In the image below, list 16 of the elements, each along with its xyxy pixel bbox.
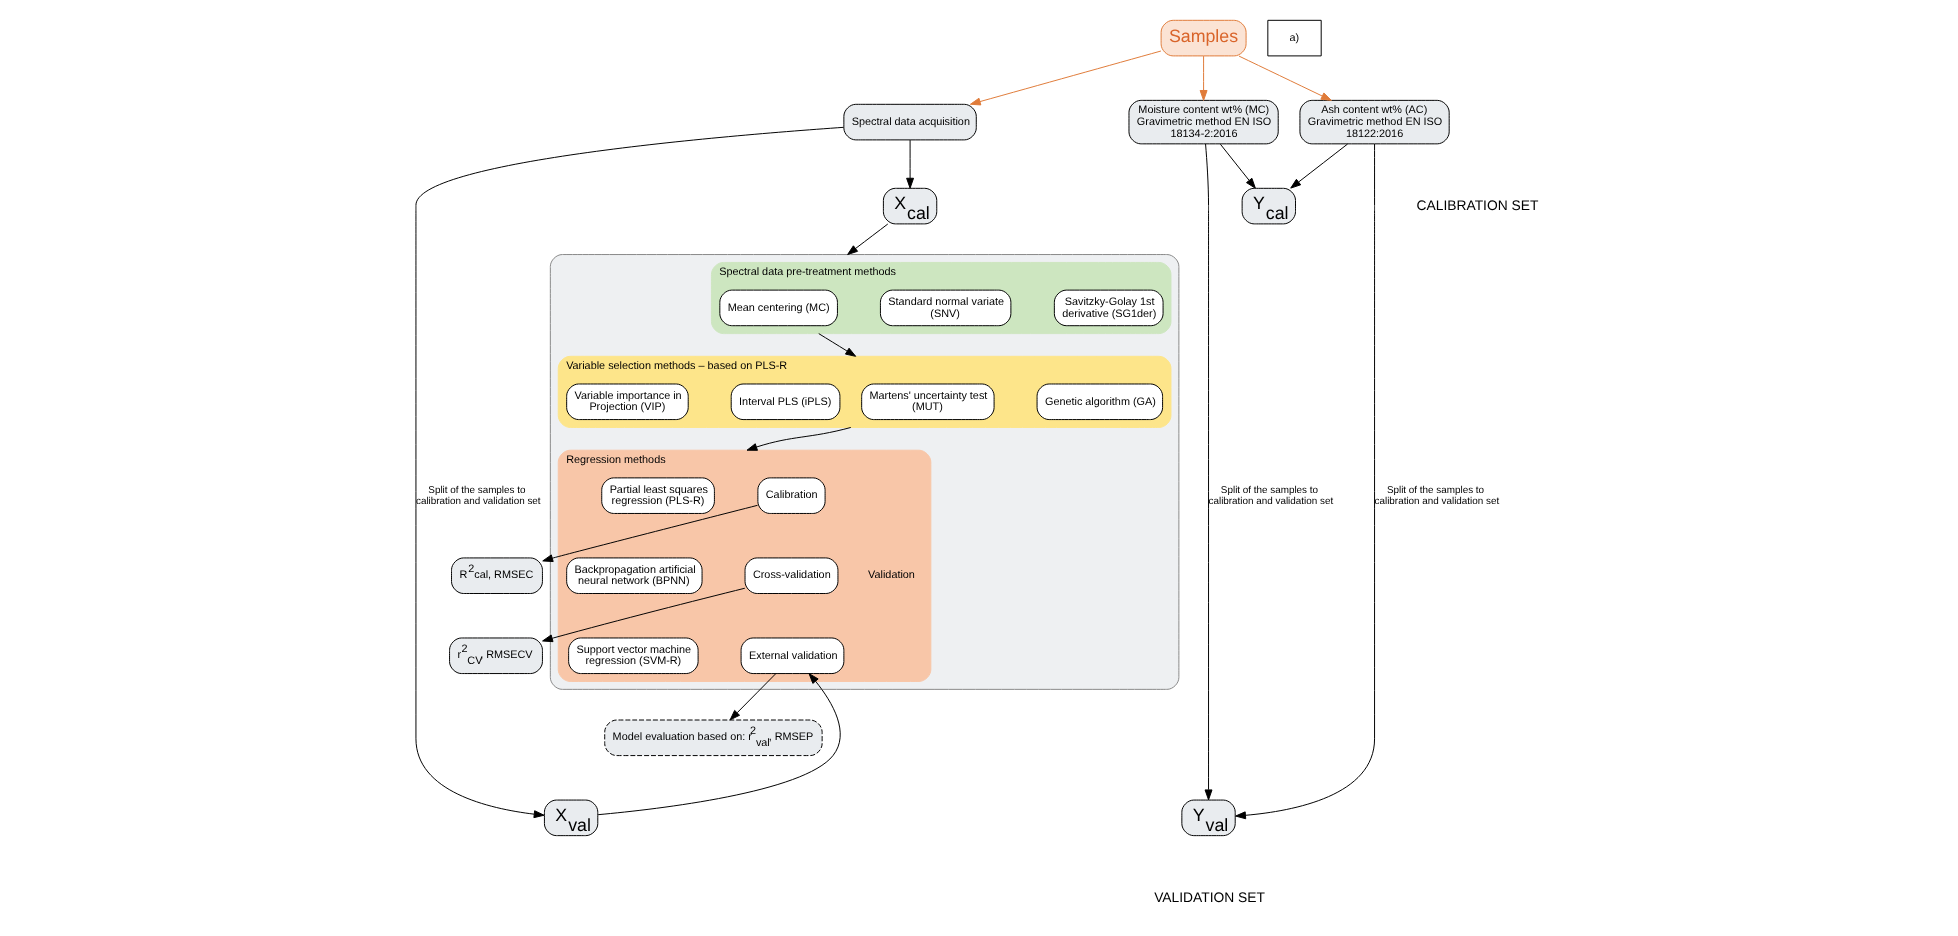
arrow xyxy=(1234,143,1375,820)
arrow xyxy=(596,673,840,816)
arrow xyxy=(541,587,745,643)
node-box: Samples xyxy=(1159,19,1246,57)
arrow xyxy=(905,139,914,189)
arrow xyxy=(414,126,844,819)
arrow xyxy=(728,673,776,721)
arrow xyxy=(1218,143,1255,189)
arrow xyxy=(1203,143,1212,801)
arrow xyxy=(1198,55,1207,101)
arrow xyxy=(1289,143,1348,189)
arrow xyxy=(1237,55,1331,101)
arrow xyxy=(968,50,1161,106)
arrow xyxy=(817,333,856,357)
arrow xyxy=(846,223,888,256)
arrow xyxy=(541,504,757,563)
